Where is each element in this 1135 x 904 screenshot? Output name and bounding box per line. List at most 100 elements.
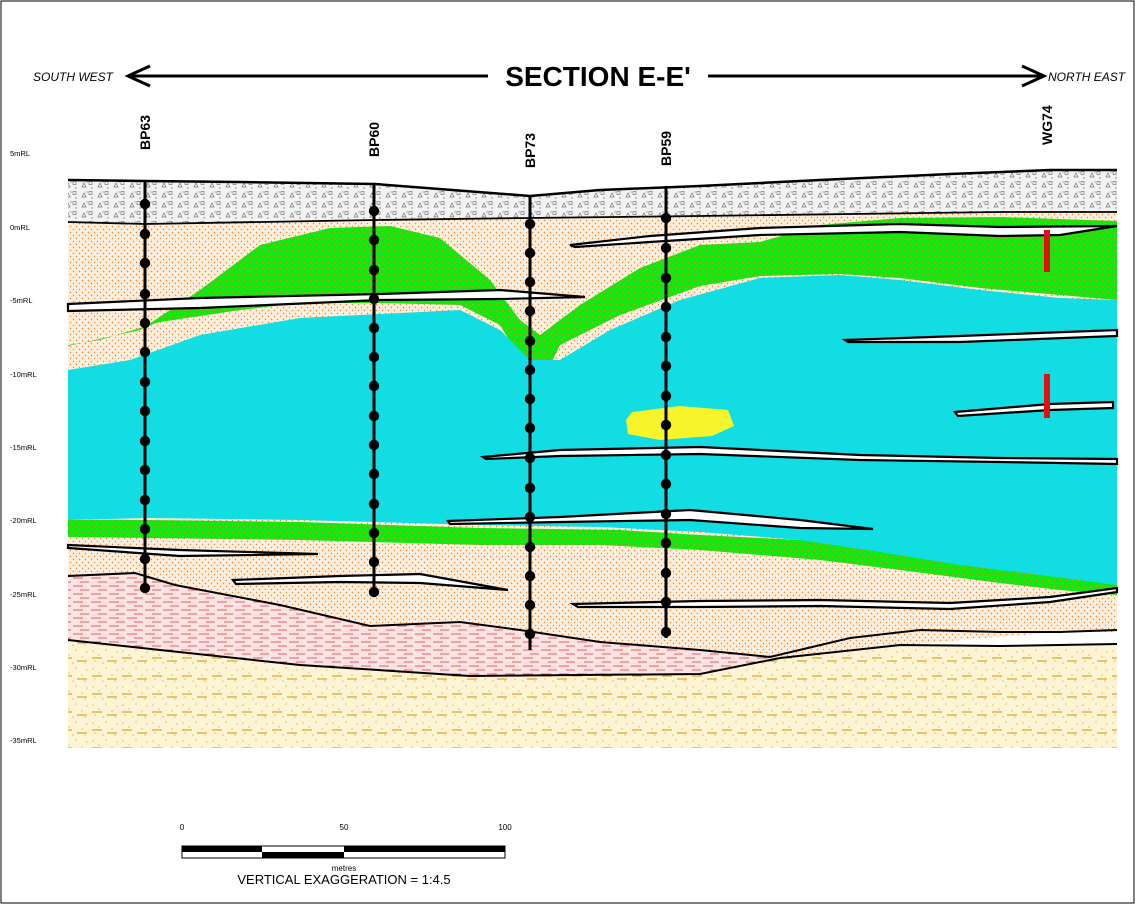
green-layer	[68, 217, 1117, 365]
sample-point	[139, 198, 151, 210]
sample-marker	[1044, 374, 1050, 418]
sample-point	[524, 335, 536, 347]
sample-point	[660, 567, 672, 579]
elevation-label: -10mRL	[10, 370, 37, 379]
ground-surface	[67, 168, 1117, 198]
sample-point	[524, 393, 536, 405]
sample-point	[368, 410, 380, 422]
elevation-label: -35mRL	[10, 736, 37, 745]
yellow-lens	[626, 406, 734, 440]
sample-point	[139, 376, 151, 388]
sample-point	[368, 586, 380, 598]
vertical-exaggeration: VERTICAL EXAGGERATION = 1:4.5	[237, 872, 450, 887]
cyan-layer	[68, 275, 1117, 585]
borehole-label: BP60	[366, 122, 382, 157]
sample-point	[368, 293, 380, 305]
sample-point	[368, 556, 380, 568]
sample-point	[368, 439, 380, 451]
boundary-lines	[67, 571, 1118, 678]
seams	[66, 222, 1119, 611]
section-title: SECTION E-E'	[505, 61, 691, 92]
sample-point	[660, 390, 672, 402]
elevation-label: -25mRL	[10, 590, 37, 599]
scale-tick-label: 50	[340, 823, 349, 832]
sample-point	[524, 305, 536, 317]
sample-point	[524, 482, 536, 494]
sample-point	[660, 272, 672, 284]
sample-point	[524, 247, 536, 259]
sample-point	[368, 380, 380, 392]
sample-point	[139, 346, 151, 358]
sample-point	[368, 234, 380, 246]
sample-point	[524, 218, 536, 230]
direction-left: SOUTH WEST	[33, 70, 115, 84]
borehole-label: WG74	[1039, 105, 1055, 145]
sample-point	[524, 452, 536, 464]
sample-markers	[1044, 230, 1050, 418]
sample-point	[660, 537, 672, 549]
borehole-wg74: WG74	[1039, 105, 1055, 145]
borehole-label: BP73	[522, 133, 538, 168]
sample-point	[524, 628, 536, 640]
sample-point	[139, 405, 151, 417]
sample-point	[660, 478, 672, 490]
scale-unit: metres	[332, 864, 356, 873]
scale-tick-label: 100	[498, 823, 512, 832]
sample-point	[139, 288, 151, 300]
elevation-label: 0mRL	[10, 223, 30, 232]
elevation-label: -15mRL	[10, 443, 37, 452]
sample-point	[660, 212, 672, 224]
sample-point	[139, 257, 151, 269]
sample-point	[139, 228, 151, 240]
sample-point	[524, 599, 536, 611]
boreholes: BP63 BP60 BP73 BP59 WG74	[137, 105, 1055, 650]
elevation-label: 5mRL	[10, 149, 30, 158]
elevation-label: -20mRL	[10, 516, 37, 525]
sample-point	[139, 494, 151, 506]
sample-point	[660, 449, 672, 461]
scale-bar: 0 50 100 metres VERTICAL EXAGGERATION = …	[180, 823, 512, 887]
borehole-bp60: BP60	[366, 122, 382, 598]
sample-point	[368, 468, 380, 480]
borehole-bp63: BP63	[137, 115, 153, 594]
sample-point	[368, 527, 380, 539]
sample-point	[368, 351, 380, 363]
borehole-label: BP63	[137, 115, 153, 150]
sample-point	[139, 317, 151, 329]
sample-point	[660, 596, 672, 608]
sample-point	[139, 435, 151, 447]
borehole-bp73: BP73	[522, 133, 538, 650]
borehole-bp59: BP59	[658, 131, 674, 638]
sample-point	[524, 422, 536, 434]
sample-point	[139, 464, 151, 476]
sample-point	[524, 570, 536, 582]
elevation-label: -5mRL	[10, 296, 33, 305]
sample-point	[524, 276, 536, 288]
sample-point	[368, 498, 380, 510]
sample-marker	[1044, 230, 1050, 272]
scale-tick-label: 0	[180, 823, 185, 832]
sample-point	[660, 508, 672, 520]
sample-point	[660, 301, 672, 313]
sample-point	[524, 541, 536, 553]
elevation-label: -30mRL	[10, 663, 37, 672]
sample-point	[660, 331, 672, 343]
sample-point	[660, 242, 672, 254]
sample-point	[660, 626, 672, 638]
sample-point	[368, 322, 380, 334]
borehole-label: BP59	[658, 131, 674, 166]
sample-point	[660, 360, 672, 372]
sample-point	[139, 523, 151, 535]
sample-point	[139, 582, 151, 594]
sample-point	[660, 419, 672, 431]
green-lower-layer	[68, 520, 1117, 595]
sample-point	[368, 264, 380, 276]
sample-point	[524, 511, 536, 523]
sample-point	[524, 364, 536, 376]
section-header: SECTION E-E' SOUTH WEST NORTH EAST	[33, 61, 1127, 92]
direction-right: NORTH EAST	[1048, 70, 1127, 84]
sample-point	[368, 205, 380, 217]
sample-point	[139, 553, 151, 565]
